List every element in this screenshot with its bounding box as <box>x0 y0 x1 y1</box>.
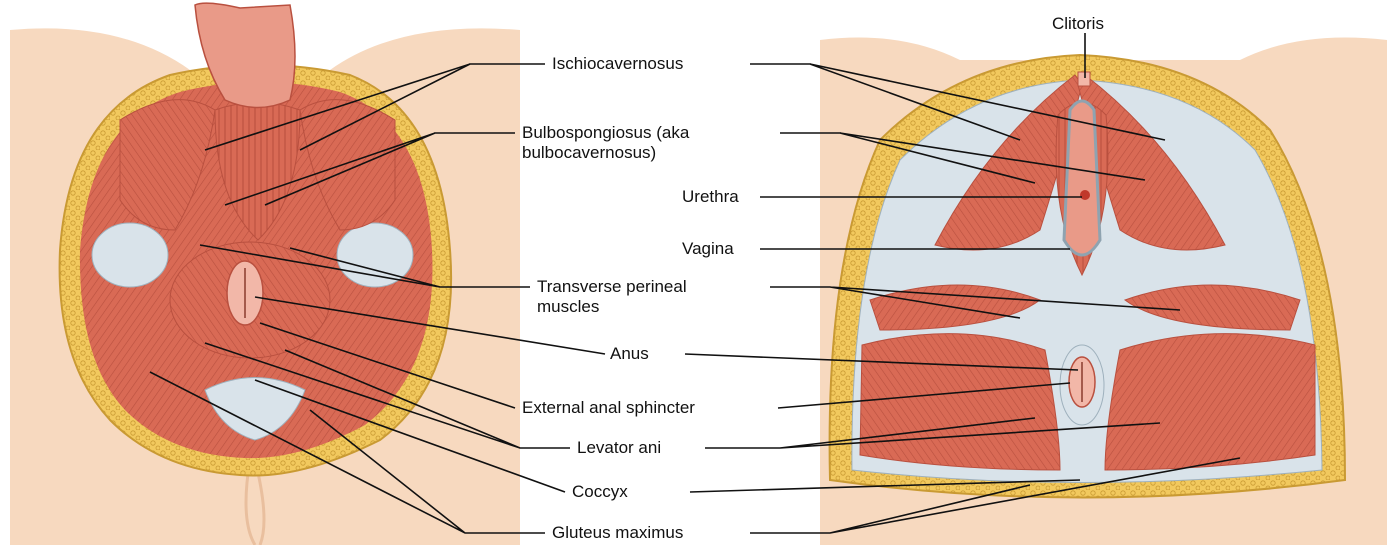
label-clitoris: Clitoris <box>1050 14 1106 33</box>
male-fascia-left <box>92 223 168 287</box>
label-vagina: Vagina <box>680 239 736 258</box>
label-transverse-line1: Transverse perineal <box>535 277 689 296</box>
label-ischiocavernosus: Ischiocavernosus <box>550 54 685 73</box>
female-vagina <box>1064 101 1100 255</box>
label-urethra: Urethra <box>680 187 741 206</box>
label-anus: Anus <box>608 344 651 363</box>
label-bulbospongiosus-line2: bulbocavernosus) <box>520 143 658 162</box>
female-levator-ani-right <box>1105 334 1315 470</box>
female-clitoris <box>1078 72 1090 86</box>
female-levator-ani-left <box>860 334 1060 470</box>
label-transverse-line2: muscles <box>535 297 601 316</box>
label-levator-ani: Levator ani <box>575 438 663 457</box>
label-bulbospongiosus-line1: Bulbospongiosus (aka <box>520 123 691 142</box>
label-coccyx: Coccyx <box>570 482 630 501</box>
label-external-anal-sphincter: External anal sphincter <box>520 398 697 417</box>
female-urethra <box>1080 190 1090 200</box>
label-gluteus-maximus: Gluteus maximus <box>550 523 685 542</box>
male-perineum-figure <box>10 3 520 545</box>
